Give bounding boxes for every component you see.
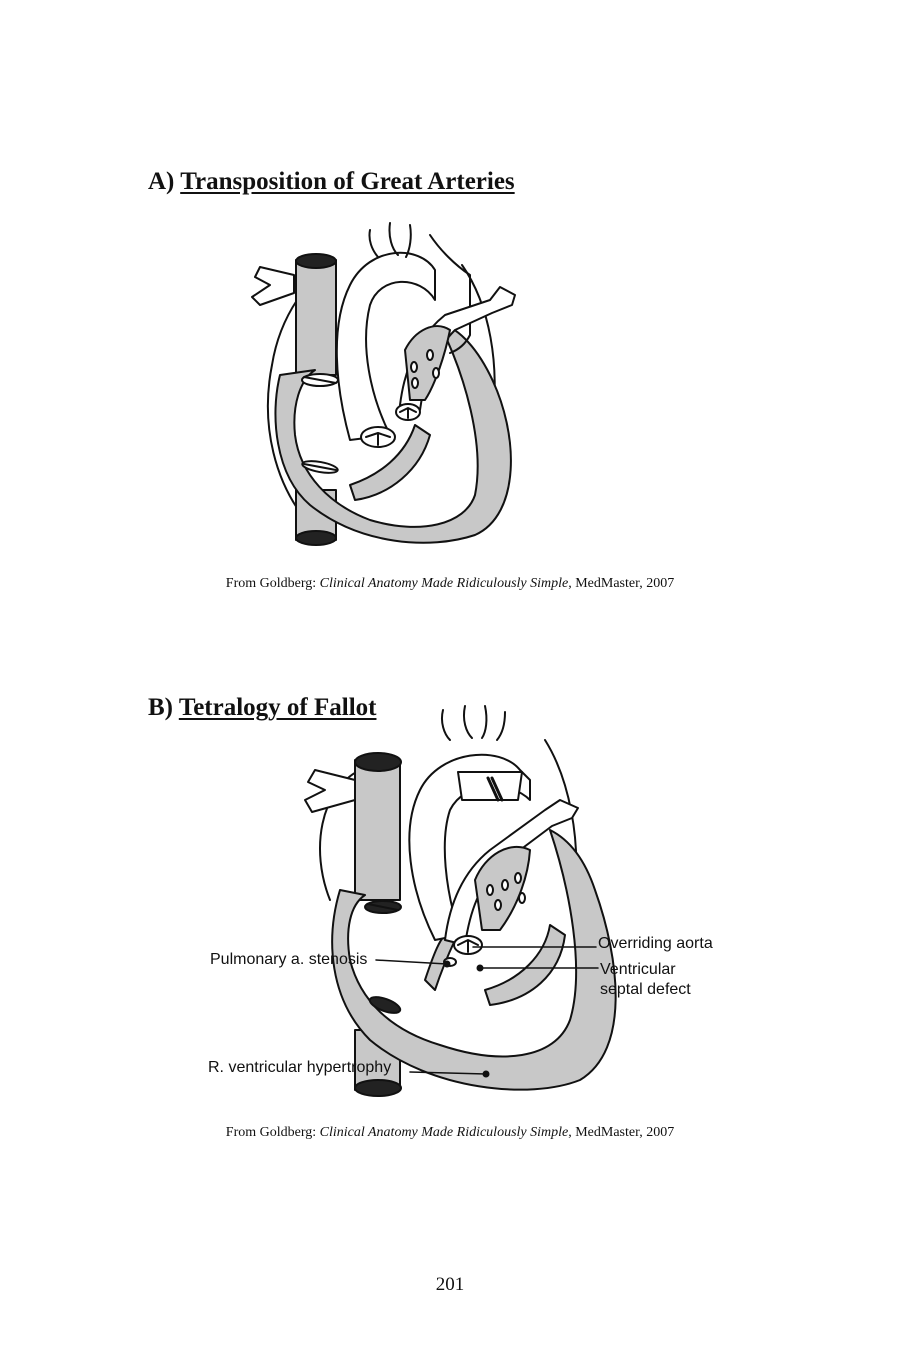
caption-b-book: Clinical Anatomy Made Ridiculously Simpl… [319,1125,569,1140]
figure-a-heart-diagram [251,222,516,546]
label-rv-hypertrophy: R. ventricular hypertrophy [208,1059,391,1076]
label-pulmonary-stenosis: Pulmonary a. stenosis [210,951,367,968]
page-number: 201 [435,1274,465,1295]
caption-b: From Goldberg: Clinical Anatomy Made Rid… [0,1125,900,1141]
label-vsd-line2: septal defect [600,981,691,998]
label-overriding-aorta: Overriding aorta [598,935,713,952]
caption-b-publisher: , MedMaster, 2007 [568,1125,675,1140]
figure-b-heart-diagram: Pulmonary a. stenosis Overriding aorta V… [208,705,713,1097]
caption-a-source: From Goldberg: [225,576,320,591]
section-a-heading: A) Transposition of Great Arteries [148,168,515,196]
section-a-title: Transposition of Great Arteries [180,168,515,195]
section-b-prefix: B) [148,694,173,721]
caption-a-book: Clinical Anatomy Made Ridiculously Simpl… [319,576,569,591]
section-b-title: Tetralogy of Fallot [178,694,377,721]
caption-a: From Goldberg: Clinical Anatomy Made Rid… [0,576,900,592]
label-vsd-line1: Ventricular [600,961,676,978]
caption-a-publisher: , MedMaster, 2007 [568,576,675,591]
section-a-prefix: A) [148,168,175,195]
caption-b-source: From Goldberg: [225,1125,320,1140]
section-b-heading: B) Tetralogy of Fallot [148,694,376,722]
